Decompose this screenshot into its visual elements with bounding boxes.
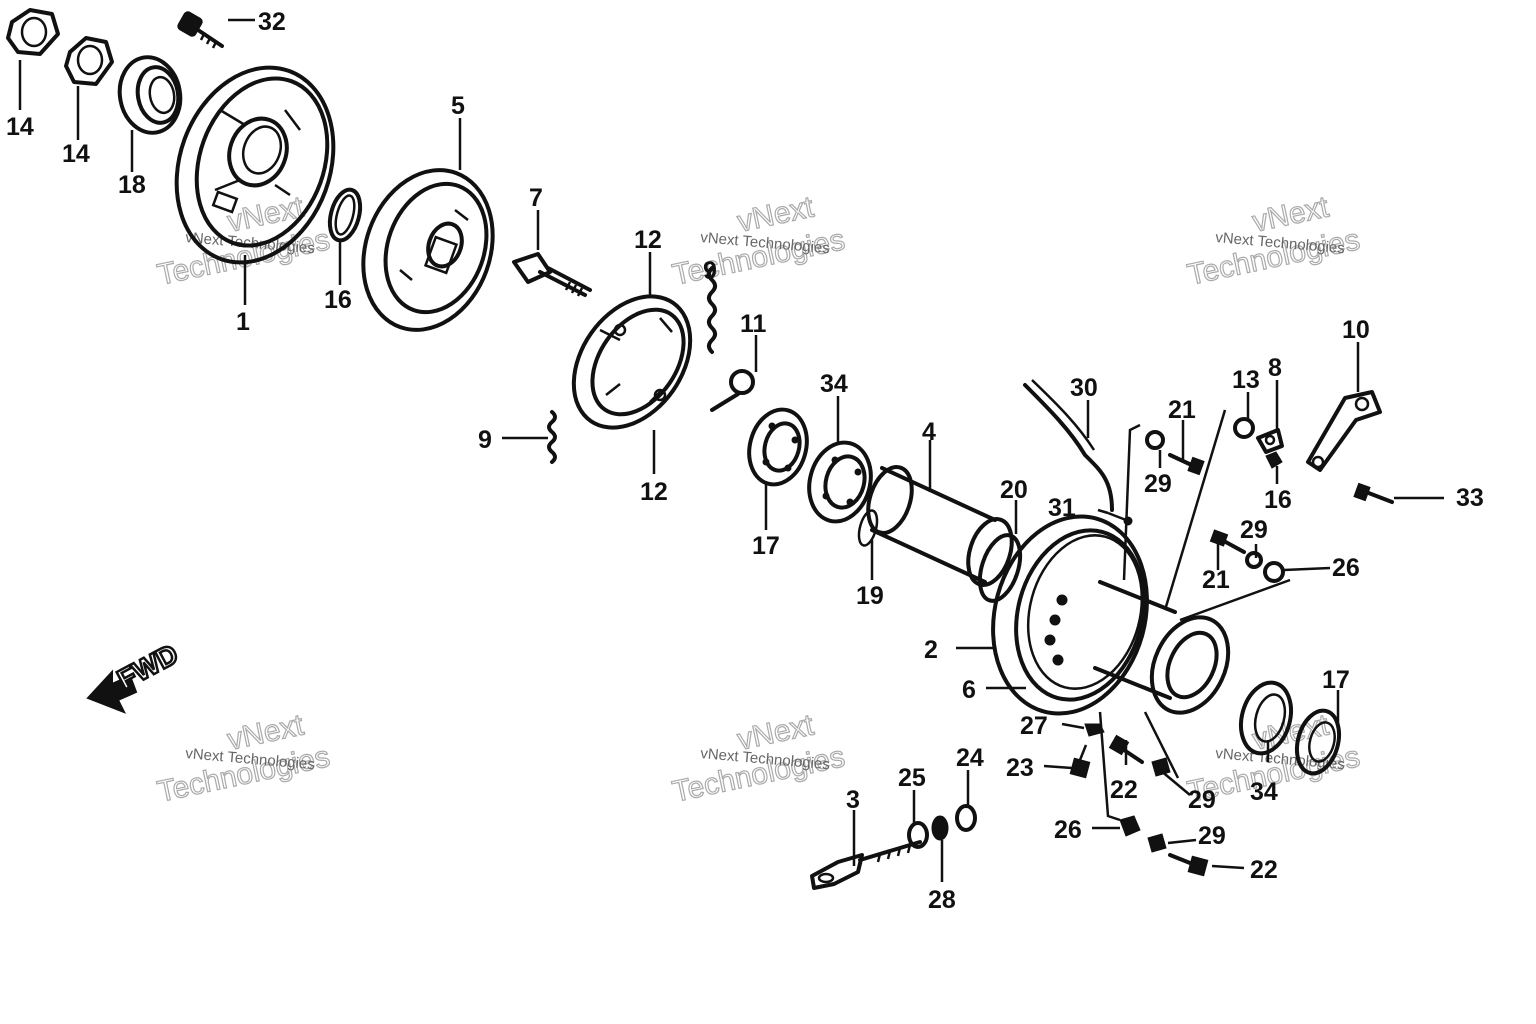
- callout-6: 6: [962, 676, 976, 704]
- watermark-bottom-center: vNext Technologies vNext Technologies: [669, 708, 848, 810]
- part-27-grease-fitting: [1084, 723, 1105, 737]
- fwd-label: FWD: [112, 638, 183, 695]
- callout-7: 7: [529, 184, 543, 212]
- callout-22: 22: [1250, 856, 1278, 884]
- part-30-tube: [1023, 379, 1114, 512]
- callout-26: 26: [1054, 816, 1082, 844]
- callout-17: 17: [1322, 666, 1350, 694]
- callout-19: 19: [856, 582, 884, 610]
- callout-14: 14: [6, 113, 34, 141]
- part-21-bolt-lower: [1209, 529, 1246, 554]
- part-33-bolt: [1353, 482, 1394, 504]
- part-29-washer-lower-mid: [1151, 757, 1171, 777]
- callout-12: 12: [640, 478, 668, 506]
- callout-23: 23: [1006, 754, 1034, 782]
- callout-4: 4: [922, 418, 936, 446]
- part-34-bearing-left: [807, 440, 873, 524]
- part-5-brake-drum: [361, 168, 495, 332]
- part-16-small-washer: [1265, 451, 1283, 469]
- part-9-spring-lower: [547, 410, 557, 464]
- callout-28: 28: [928, 886, 956, 914]
- part-29-washer-lower: [1147, 833, 1167, 853]
- callout-34: 34: [1250, 778, 1278, 806]
- callout-31: 31: [1048, 494, 1076, 522]
- part-2-wheel-hub: [991, 514, 1231, 716]
- part-17-bearing-right: [1294, 708, 1342, 776]
- part-16-o-ring: [327, 187, 363, 243]
- callout-27: 27: [1020, 712, 1048, 740]
- callout-25: 25: [898, 764, 926, 792]
- callout-2: 2: [924, 636, 938, 664]
- fwd-arrow-icon: [86, 669, 138, 714]
- callout-12: 12: [634, 226, 662, 254]
- part-23-bolt: [1069, 744, 1091, 779]
- callout-9: 9: [703, 257, 717, 285]
- callout-32: 32: [258, 8, 286, 36]
- part-3-torque-link: [810, 840, 922, 890]
- part-12-brake-shoes: [571, 294, 693, 430]
- callout-8: 8: [1268, 354, 1282, 382]
- callout-9: 9: [478, 426, 492, 454]
- callout-13: 13: [1232, 366, 1260, 394]
- part-11-wear-indicator: [710, 369, 755, 412]
- part-29-washer-mid: [1245, 551, 1263, 569]
- callout-17: 17: [752, 532, 780, 560]
- part-8-bracket: [1256, 428, 1284, 454]
- fwd-direction-indicator: FWD: [86, 637, 184, 714]
- part-10-brake-arm: [1306, 390, 1382, 472]
- part-1-brake-panel: [174, 65, 336, 265]
- part-4-spacer-tube: [866, 465, 1014, 587]
- callout-16: 16: [1264, 486, 1292, 514]
- part-13-nut: [1233, 417, 1255, 439]
- callout-26: 26: [1332, 554, 1360, 582]
- part-17-bearing-left: [747, 407, 809, 487]
- part-21-bolt-upper: [1168, 453, 1205, 476]
- part-14-nut-b: [64, 36, 114, 86]
- part-24-nut: [955, 804, 977, 832]
- callout-24: 24: [956, 744, 984, 772]
- callout-29: 29: [1240, 516, 1268, 544]
- callout-5: 5: [451, 92, 465, 120]
- part-26-nut-lower: [1119, 815, 1141, 837]
- callout-29: 29: [1198, 822, 1226, 850]
- part-22-bolt-lower: [1168, 853, 1209, 877]
- part-34-bearing-right: [1239, 680, 1293, 756]
- part-20-spacer-ring: [977, 533, 1023, 603]
- part-28-spring-washer: [931, 815, 949, 841]
- callout-14: 14: [62, 140, 90, 168]
- callout-22: 22: [1110, 776, 1138, 804]
- part-18-oil-seal: [117, 55, 183, 135]
- callout-21: 21: [1202, 566, 1230, 594]
- callout-3: 3: [846, 786, 860, 814]
- watermark-top-right: vNext Technologies vNext Technologies: [1184, 190, 1363, 293]
- callout-20: 20: [1000, 476, 1028, 504]
- watermark-top-left: vNext Technologies vNext Technologies: [154, 190, 333, 293]
- callout-34: 34: [820, 370, 848, 398]
- callout-33: 33: [1456, 484, 1484, 512]
- callout-29: 29: [1188, 786, 1216, 814]
- callout-18: 18: [118, 171, 146, 199]
- callout-10: 10: [1342, 316, 1370, 344]
- callout-30: 30: [1070, 374, 1098, 402]
- part-26-nut-upper: [1263, 561, 1285, 583]
- watermark-bottom-left: vNext Technologies vNext Technologies: [154, 708, 333, 810]
- callout-16: 16: [324, 286, 352, 314]
- callout-labels: 14 14 18 32 1 16 5 7 12 12 9 9 11 17 34 …: [6, 8, 1484, 914]
- part-9-spring-upper: [707, 266, 717, 354]
- part-7-brake-cam: [512, 252, 592, 297]
- callout-29: 29: [1144, 470, 1172, 498]
- callout-1: 1: [236, 308, 250, 336]
- callout-11: 11: [740, 310, 767, 338]
- watermark-top-center: vNext Technologies vNext Technologies: [669, 190, 848, 293]
- leader-lines: [18, 18, 1444, 882]
- part-29-washer-upper: [1145, 430, 1165, 450]
- part-25-washer: [907, 821, 929, 849]
- part-32-bolt: [177, 11, 224, 49]
- part-14-nut-a: [6, 8, 60, 56]
- callout-21: 21: [1168, 396, 1196, 424]
